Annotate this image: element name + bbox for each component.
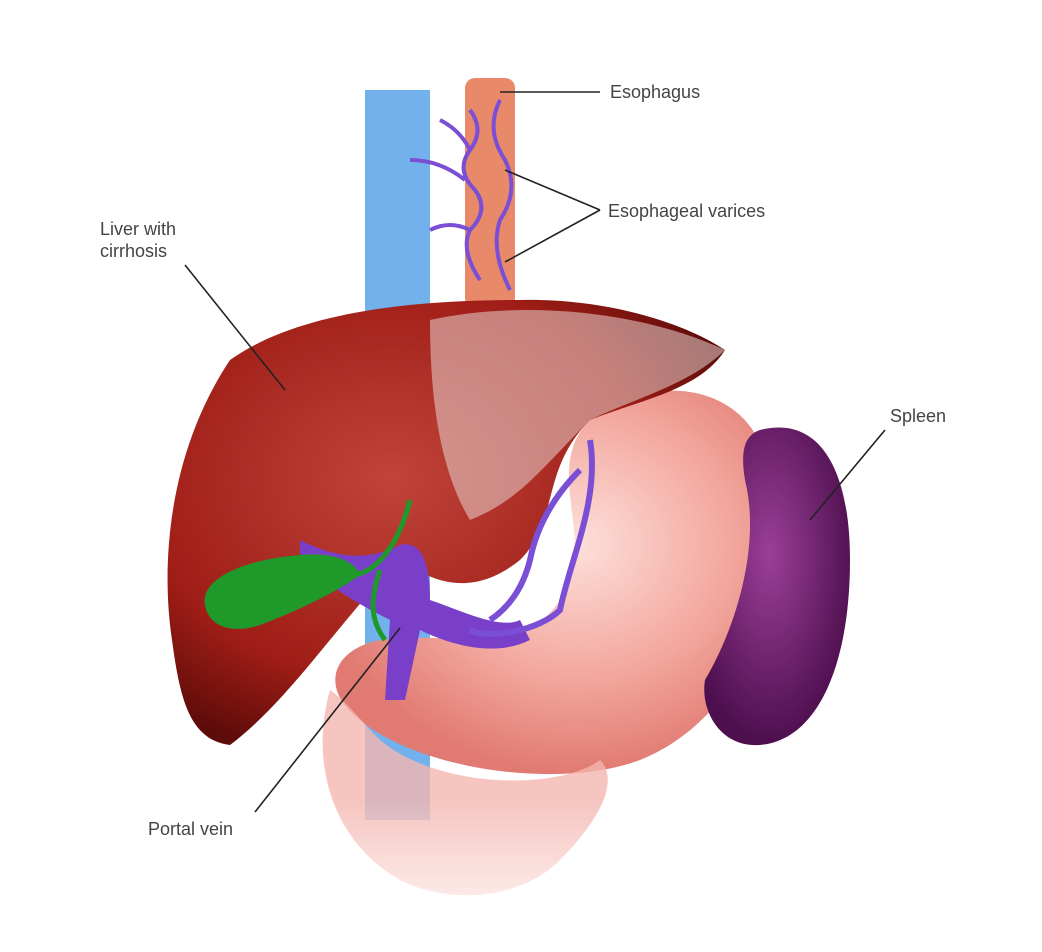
label-liver-line2: cirrhosis xyxy=(100,241,168,261)
label-spleen: Spleen xyxy=(890,406,947,426)
portal-vein xyxy=(300,540,530,700)
liver-left-lobe-haze xyxy=(430,310,725,520)
leader-liver xyxy=(184,264,286,391)
label-portal-vein: Portal vein xyxy=(148,819,234,839)
gallbladder xyxy=(204,554,360,629)
leader-lines xyxy=(184,91,886,813)
label-esophageal-varices: Esophageal varices xyxy=(608,201,766,221)
label-liver-line1: Liver with xyxy=(100,219,177,239)
leader-portal-vein xyxy=(254,627,401,813)
leader-varices-upper xyxy=(504,169,601,211)
stomach xyxy=(335,390,775,775)
bile-duct xyxy=(354,499,413,642)
esophageal-varices-vessels xyxy=(409,99,514,291)
varix-loop xyxy=(468,439,596,637)
leader-varices-lower xyxy=(504,209,601,263)
leader-spleen xyxy=(809,429,886,521)
spleen xyxy=(704,427,850,746)
label-esophagus: Esophagus xyxy=(610,82,701,102)
bottom-fade xyxy=(300,800,700,952)
